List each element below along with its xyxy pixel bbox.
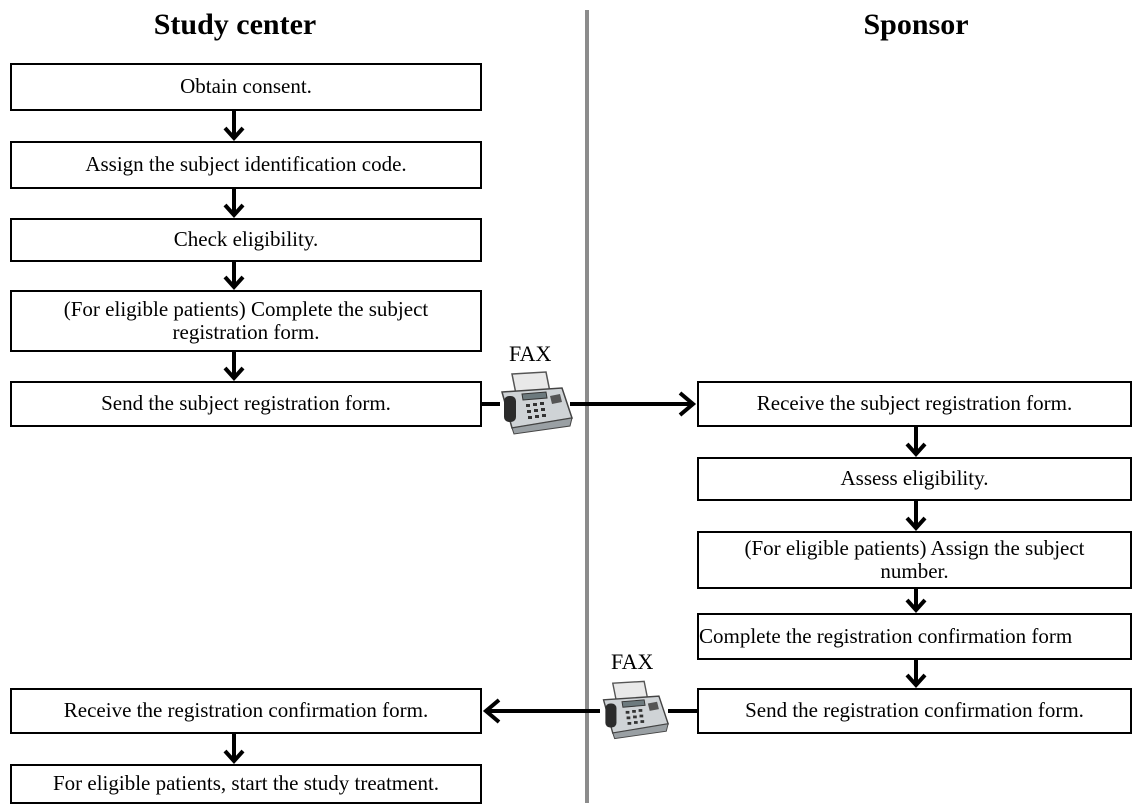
step-send-registration-form: Send the subject registration form. (10, 381, 482, 427)
step-assign-subject-number: (For eligible patients) Assign the subje… (697, 531, 1132, 589)
step-receive-confirmation-form: Receive the registration confirmation fo… (10, 688, 482, 734)
down-arrow (905, 427, 927, 457)
step-assign-id-code: Assign the subject identification code. (10, 141, 482, 189)
step-obtain-consent: Obtain consent. (10, 63, 482, 111)
step-complete-registration-form: (For eligible patients) Complete the sub… (10, 290, 482, 352)
fax-arrow-return (482, 698, 697, 724)
fax-label-outbound: FAX (509, 341, 552, 366)
down-arrow (223, 352, 245, 381)
down-arrow (223, 262, 245, 290)
step-receive-registration-form: Receive the subject registration form. (697, 381, 1132, 427)
step-check-eligibility: Check eligibility. (10, 218, 482, 262)
step-complete-confirmation-form: Complete the registration confirmation f… (697, 613, 1132, 660)
step-send-confirmation-form: Send the registration confirmation form. (697, 688, 1132, 734)
fax-label-return: FAX (611, 649, 654, 674)
fax-arrow-outbound (482, 391, 697, 417)
down-arrow (223, 734, 245, 764)
down-arrow (905, 660, 927, 688)
step-assess-eligibility: Assess eligibility. (697, 457, 1132, 501)
fax-machine-icon (602, 680, 670, 740)
down-arrow (905, 501, 927, 531)
down-arrow (223, 189, 245, 218)
down-arrow (223, 111, 245, 141)
step-start-treatment: For eligible patients, start the study t… (10, 764, 482, 804)
study-center-title: Study center (153, 8, 317, 41)
sponsor-title: Sponsor (863, 8, 969, 41)
column-divider (585, 10, 589, 803)
fax-machine-icon (501, 371, 573, 435)
down-arrow (905, 589, 927, 613)
